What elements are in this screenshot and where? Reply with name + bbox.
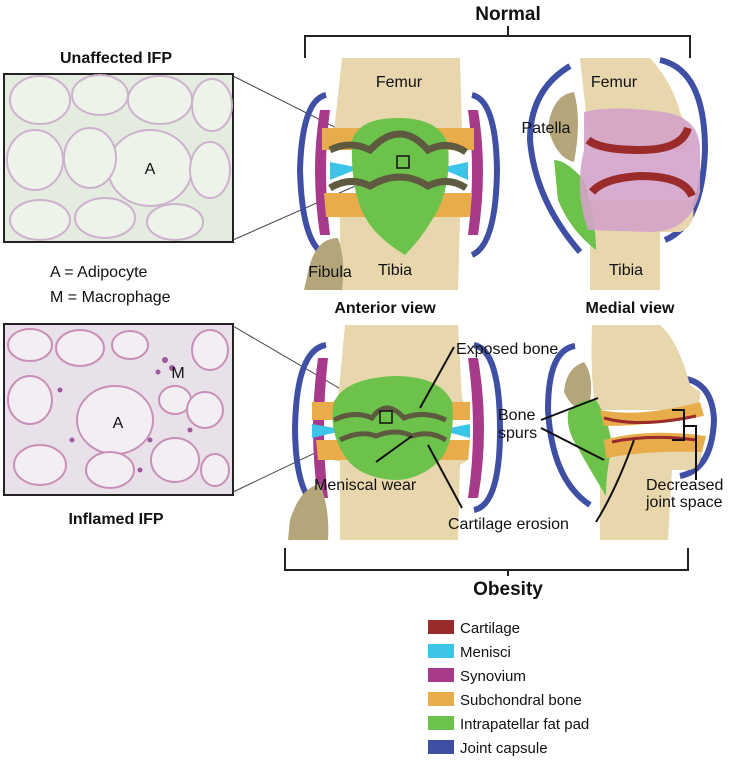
exposed-bone-label: Exposed bone — [456, 341, 558, 358]
adipocyte-label-bottom: A — [113, 415, 124, 432]
legend-swatch-0 — [428, 620, 454, 634]
bone-spurs-label-line1: Bone — [498, 407, 535, 424]
normal-medial-knee: Femur Tibia Patella — [522, 57, 709, 290]
legend-swatch-5 — [428, 740, 454, 754]
medial-view-heading: Medial view — [586, 300, 675, 317]
macrophage-label-bottom: M — [171, 365, 184, 382]
cartilage-erosion-label: Cartilage erosion — [448, 516, 569, 533]
decreased-joint-space-label-line2: joint space — [645, 494, 723, 511]
anterior-view-heading: Anterior view — [334, 300, 436, 317]
tibia-label-medial-normal: Tibia — [609, 262, 643, 279]
legend-swatch-1 — [428, 644, 454, 658]
legend-swatch-3 — [428, 692, 454, 706]
annotation-lines — [375, 346, 697, 523]
legend-label-1: Menisci — [460, 644, 511, 661]
legend-label-2: Synovium — [460, 668, 526, 685]
legend-label-3: Subchondral bone — [460, 692, 582, 709]
femur-label-anterior-normal: Femur — [376, 74, 423, 91]
decreased-joint-space-label-line1: Decreased — [646, 477, 723, 494]
unaffected-ifp-heading: Unaffected IFP — [60, 50, 172, 67]
macrophage-key: M = Macrophage — [50, 289, 171, 306]
femur-label-medial-normal: Femur — [591, 74, 638, 91]
adipocyte-key: A = Adipocyte — [50, 264, 148, 281]
legend-swatch-2 — [428, 668, 454, 682]
patella-label: Patella — [522, 120, 571, 137]
adipocyte-label-top: A — [145, 161, 156, 178]
inflamed-histology-image: A M — [3, 323, 234, 496]
legend-label-5: Joint capsule — [460, 740, 548, 757]
normal-anterior-knee: Femur Tibia Fibula — [296, 58, 501, 290]
bone-spurs-label-line2: spurs — [498, 425, 537, 442]
unaffected-histology-image: A — [3, 73, 234, 243]
fibula-label: Fibula — [308, 264, 352, 281]
obesity-bracket — [284, 548, 689, 576]
normal-heading: Normal — [475, 4, 540, 25]
legend-swatch-4 — [428, 716, 454, 730]
legend-label-4: Intrapatellar fat pad — [460, 716, 589, 733]
normal-bracket — [304, 26, 691, 58]
tibia-label-anterior-normal: Tibia — [378, 262, 412, 279]
obesity-heading: Obesity — [473, 579, 543, 600]
legend-label-0: Cartilage — [460, 620, 520, 637]
inflamed-ifp-heading: Inflamed IFP — [68, 511, 163, 528]
meniscal-wear-label: Meniscal wear — [314, 477, 417, 494]
